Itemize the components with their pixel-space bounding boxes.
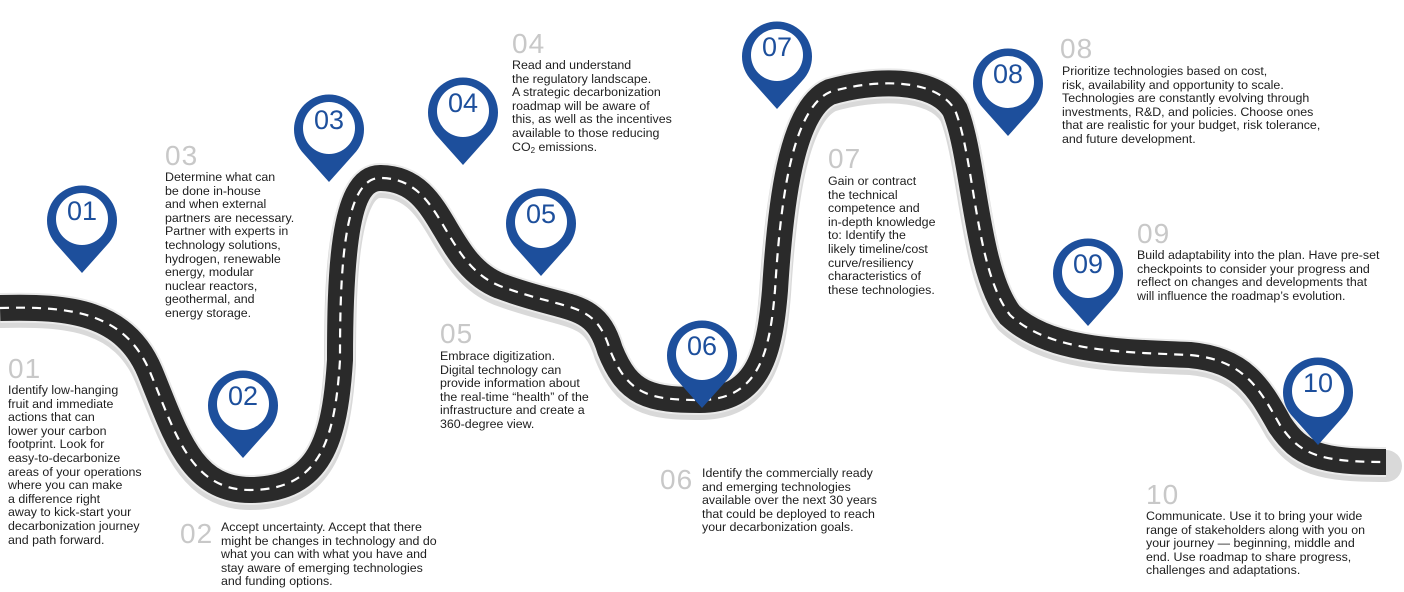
pin-01-label: 01 bbox=[66, 196, 98, 226]
pin-04-label: 04 bbox=[447, 88, 479, 118]
pin-07: 07 bbox=[739, 17, 815, 110]
step-06-number: 06 bbox=[660, 464, 694, 495]
step-09-text: Build adaptability into the plan. Have p… bbox=[1137, 248, 1380, 303]
co2-subscript: 2 bbox=[530, 145, 536, 155]
step-04-block: Read and understand the regulatory lands… bbox=[512, 58, 672, 158]
step-10-number: 10 bbox=[1146, 479, 1180, 510]
map-pin-icon bbox=[428, 77, 498, 165]
co2-prefix: CO bbox=[512, 139, 531, 154]
step-01-number: 01 bbox=[8, 353, 42, 384]
step-05-text: Embrace digitization. Digital technology… bbox=[440, 349, 589, 431]
pin-01: 01 bbox=[44, 181, 120, 273]
map-pin-icon bbox=[294, 94, 364, 182]
pin-05: 05 bbox=[503, 184, 579, 276]
pin-06-label: 06 bbox=[686, 331, 718, 361]
step-04-text: Read and understand the regulatory lands… bbox=[512, 58, 672, 140]
map-pin-icon bbox=[667, 320, 737, 408]
step-08-text: Prioritize technologies based on cost, r… bbox=[1062, 64, 1321, 146]
pin-09-label: 09 bbox=[1072, 249, 1104, 279]
map-pin-icon bbox=[506, 188, 576, 276]
step-03-text: Determine what can be done in-house and … bbox=[165, 170, 295, 320]
step-04-co2-line: CO2 emissions. bbox=[512, 139, 672, 158]
pin-02-label: 02 bbox=[227, 381, 259, 411]
step-05-number: 05 bbox=[440, 318, 474, 349]
step-10-text: Communicate. Use it to bring your wide r… bbox=[1146, 509, 1366, 578]
map-pin-icon bbox=[1053, 238, 1123, 326]
pin-06: 06 bbox=[664, 316, 740, 408]
pin-03-label: 03 bbox=[313, 105, 345, 135]
map-pin-icon bbox=[742, 21, 812, 110]
step-09-number: 09 bbox=[1137, 218, 1171, 249]
pin-05-label: 05 bbox=[525, 199, 557, 229]
step-06-text: Identify the commercially ready and emer… bbox=[702, 466, 877, 535]
pin-07-label: 07 bbox=[761, 32, 793, 62]
map-pin-icon bbox=[973, 48, 1043, 137]
step-04-number: 04 bbox=[512, 28, 546, 59]
step-07-number: 07 bbox=[828, 143, 862, 174]
step-08-number: 08 bbox=[1060, 33, 1094, 64]
pin-08: 08 bbox=[970, 44, 1046, 137]
step-03-number: 03 bbox=[165, 140, 199, 171]
pin-09: 09 bbox=[1050, 234, 1126, 326]
map-pin-icon bbox=[1283, 357, 1353, 445]
step-02-text: Accept uncertainty. Accept that there mi… bbox=[221, 520, 437, 589]
co2-suffix: emissions. bbox=[535, 139, 598, 154]
pin-02: 02 bbox=[205, 366, 281, 458]
step-07-text: Gain or contract the technical competenc… bbox=[828, 174, 936, 297]
map-pin-icon bbox=[208, 370, 278, 458]
pin-03: 03 bbox=[291, 90, 367, 182]
pin-04: 04 bbox=[425, 73, 501, 165]
pin-10-label: 10 bbox=[1302, 368, 1334, 398]
step-01-text: Identify low-hanging fruit and immediate… bbox=[8, 383, 142, 547]
step-02-number: 02 bbox=[180, 518, 214, 549]
pin-10: 10 bbox=[1280, 353, 1356, 445]
pin-08-label: 08 bbox=[992, 59, 1024, 89]
map-pin-icon bbox=[47, 185, 117, 273]
